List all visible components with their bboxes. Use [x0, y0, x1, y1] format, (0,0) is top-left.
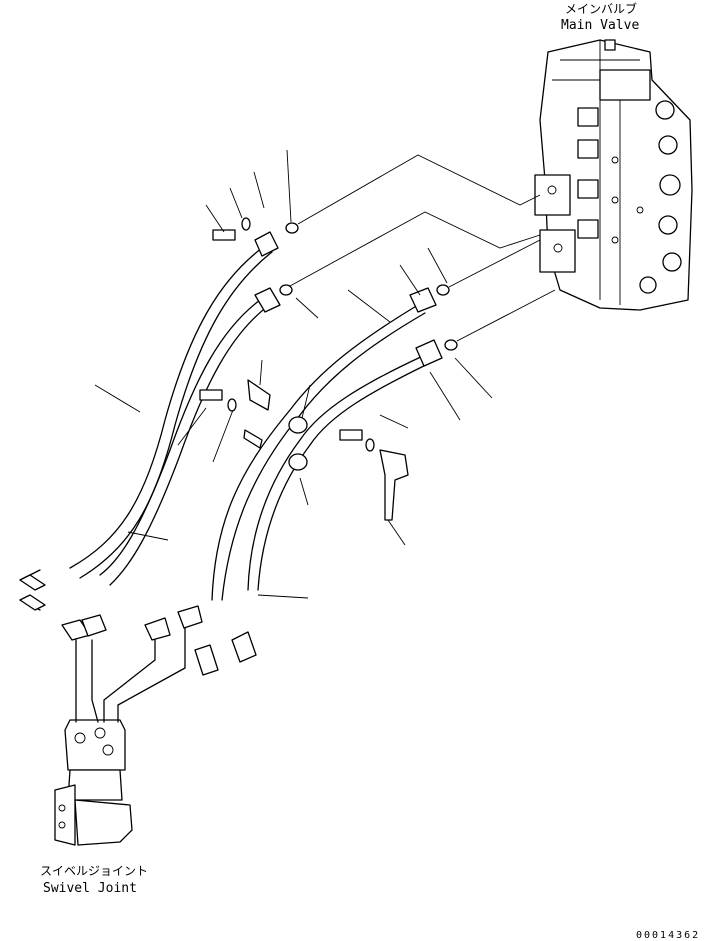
main-valve-label: Main Valve — [561, 18, 639, 33]
drawing-number: 00014362 — [636, 930, 700, 941]
connection-lines — [289, 154, 556, 342]
main-valve — [534, 39, 693, 311]
swivel-joint — [54, 719, 133, 846]
tubes — [75, 627, 186, 723]
main-valve-label-jp: メインバルブ — [565, 1, 637, 16]
fittings — [19, 217, 458, 676]
leader-lines — [94, 149, 493, 599]
swivel-joint-label-jp: スイベルジョイント — [40, 864, 148, 878]
swivel-joint-label: Swivel Joint — [43, 881, 137, 896]
